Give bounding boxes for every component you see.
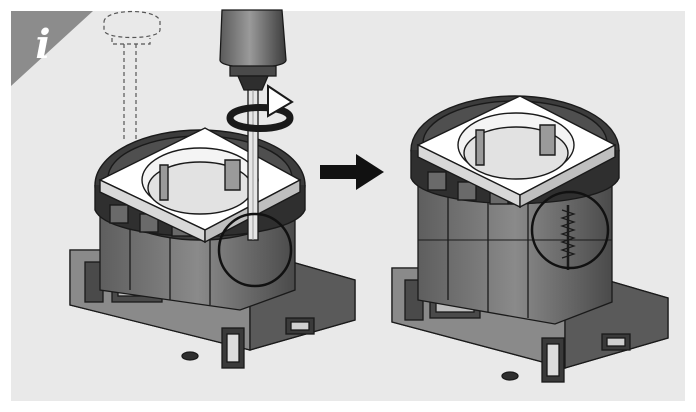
screwdriver-icon xyxy=(219,9,287,241)
spring-icon xyxy=(560,205,576,270)
socket-face-after xyxy=(416,95,617,209)
zoom-circle xyxy=(217,212,293,288)
ghost-screwdriver-icon xyxy=(103,10,161,140)
info-icon: i xyxy=(35,21,51,68)
step-after-illustration xyxy=(391,95,669,383)
info-badge-shape xyxy=(11,11,93,86)
step-before-illustration xyxy=(69,9,356,369)
info-badge: i xyxy=(11,11,93,86)
mechanism-block-after xyxy=(417,184,613,325)
zoom-circle-after xyxy=(530,190,610,270)
rotation-arrow-icon xyxy=(226,84,294,132)
arrow-right-icon xyxy=(320,154,384,190)
